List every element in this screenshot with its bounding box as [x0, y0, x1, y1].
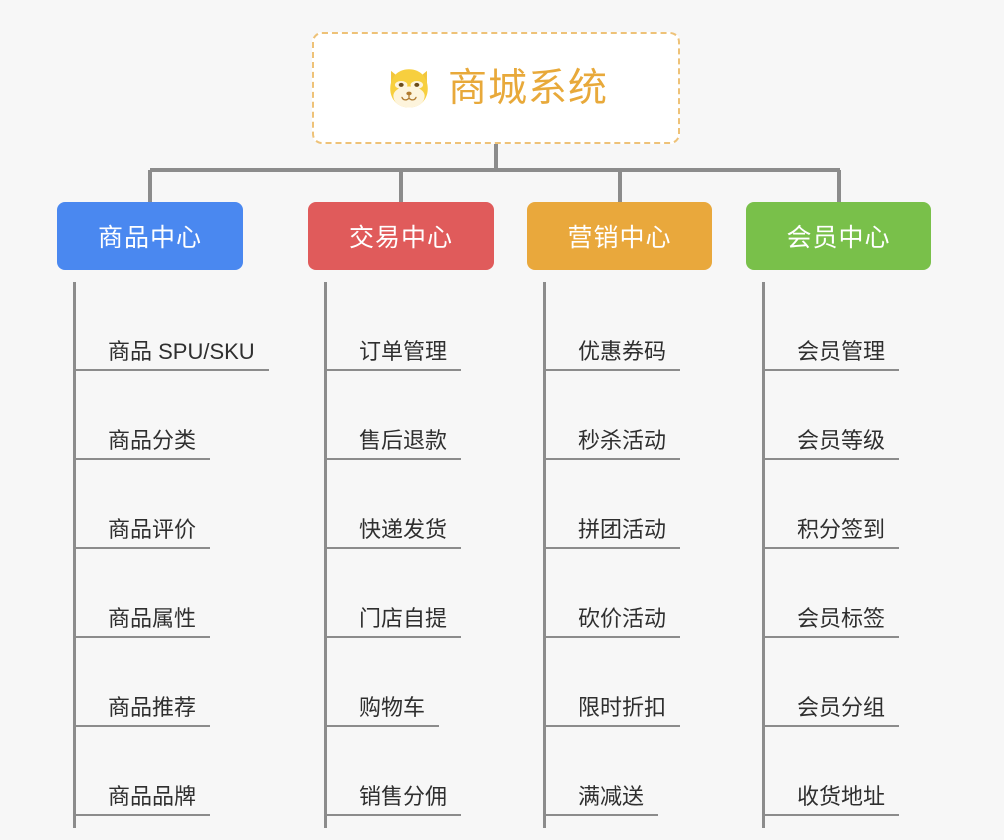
leaf-rule: [327, 547, 461, 549]
leaf-item[interactable]: 会员管理: [765, 282, 966, 371]
category-column-3: 会员中心 会员管理 会员等级 积分签到 会员标签: [746, 202, 966, 828]
leaf-label: 商品分类: [108, 427, 197, 453]
leaf-rule: [546, 547, 680, 549]
leaf-item[interactable]: 商品评价: [76, 460, 277, 549]
leaf-rule: [327, 636, 461, 638]
leaf-label: 快递发货: [359, 516, 448, 542]
leaf-item[interactable]: 优惠券码: [546, 282, 747, 371]
leaf-rule: [765, 725, 899, 727]
leaf-label: 商品属性: [108, 605, 197, 631]
leaf-item[interactable]: 拼团活动: [546, 460, 747, 549]
leaf-item[interactable]: 门店自提: [327, 549, 528, 638]
leaf-rule: [76, 636, 210, 638]
leaf-rule: [546, 369, 680, 371]
leaf-rule: [76, 458, 210, 460]
leaf-rule: [765, 369, 899, 371]
leaf-item[interactable]: 销售分佣: [327, 727, 528, 816]
leaf-item[interactable]: 会员分组: [765, 638, 966, 727]
leaf-rule: [327, 458, 461, 460]
leaf-label: 销售分佣: [359, 783, 448, 809]
leaf-item[interactable]: 商品 SPU/SKU: [76, 282, 277, 371]
leaf-label: 购物车: [359, 694, 426, 720]
leaf-rule: [546, 458, 680, 460]
leaf-rule: [546, 725, 680, 727]
leaf-item[interactable]: 秒杀活动: [546, 371, 747, 460]
leaf-list-0: 商品 SPU/SKU 商品分类 商品评价 商品属性 商品推荐: [73, 282, 277, 828]
category-box-3[interactable]: 会员中心: [746, 202, 931, 270]
leaf-label: 砍价活动: [578, 605, 667, 631]
leaf-item[interactable]: 商品推荐: [76, 638, 277, 727]
leaf-item[interactable]: 购物车: [327, 638, 528, 727]
leaf-label: 拼团活动: [578, 516, 667, 542]
category-column-0: 商品中心 商品 SPU/SKU 商品分类 商品评价 商品属性: [57, 202, 277, 828]
leaf-rule: [76, 547, 210, 549]
leaf-item[interactable]: 售后退款: [327, 371, 528, 460]
leaf-list-1: 订单管理 售后退款 快递发货 门店自提 购物车: [324, 282, 528, 828]
leaf-item[interactable]: 商品属性: [76, 549, 277, 638]
leaf-item[interactable]: 限时折扣: [546, 638, 747, 727]
leaf-rule: [327, 369, 461, 371]
leaf-rule: [76, 369, 269, 371]
leaf-label: 订单管理: [359, 338, 448, 364]
leaf-item[interactable]: 商品分类: [76, 371, 277, 460]
leaf-label: 门店自提: [359, 605, 448, 631]
leaf-item[interactable]: 收货地址: [765, 727, 966, 816]
leaf-rule: [765, 458, 899, 460]
category-label-3: 会员中心: [786, 224, 891, 252]
leaf-label: 限时折扣: [578, 694, 667, 720]
leaf-label: 商品推荐: [108, 694, 197, 720]
leaf-rule: [76, 725, 210, 727]
leaf-label: 积分签到: [797, 516, 886, 542]
leaf-label: 满减送: [578, 783, 645, 809]
leaf-label: 商品评价: [108, 516, 197, 542]
leaf-label: 秒杀活动: [578, 427, 667, 453]
leaf-rule: [327, 814, 461, 816]
leaf-label: 会员分组: [797, 694, 886, 720]
category-box-2[interactable]: 营销中心: [527, 202, 712, 270]
leaf-list-3: 会员管理 会员等级 积分签到 会员标签 会员分组: [762, 282, 966, 828]
leaf-rule: [546, 814, 658, 816]
leaf-label: 售后退款: [359, 427, 448, 453]
leaf-rule: [546, 636, 680, 638]
category-column-2: 营销中心 优惠券码 秒杀活动 拼团活动 砍价活动: [527, 202, 747, 828]
leaf-rule: [76, 814, 210, 816]
leaf-item[interactable]: 会员标签: [765, 549, 966, 638]
leaf-label: 会员管理: [797, 338, 886, 364]
leaf-label: 商品 SPU/SKU: [108, 338, 255, 364]
root-node[interactable]: 商城系统: [312, 32, 680, 144]
leaf-label: 优惠券码: [578, 338, 667, 364]
category-label-2: 营销中心: [567, 224, 672, 252]
shiba-dog-icon: [390, 69, 428, 108]
leaf-list-2: 优惠券码 秒杀活动 拼团活动 砍价活动 限时折扣: [543, 282, 747, 828]
leaf-item[interactable]: 满减送: [546, 727, 747, 816]
leaf-item[interactable]: 订单管理: [327, 282, 528, 371]
leaf-rule: [765, 636, 899, 638]
leaf-item[interactable]: 商品品牌: [76, 727, 277, 816]
category-columns: 商品中心 商品 SPU/SKU 商品分类 商品评价 商品属性: [0, 202, 1004, 840]
category-label-0: 商品中心: [97, 224, 202, 252]
category-box-1[interactable]: 交易中心: [308, 202, 494, 270]
leaf-item[interactable]: 砍价活动: [546, 549, 747, 638]
leaf-item[interactable]: 积分签到: [765, 460, 966, 549]
leaf-label: 会员标签: [797, 605, 886, 631]
leaf-rule: [327, 725, 439, 727]
leaf-rule: [765, 814, 899, 816]
leaf-rule: [765, 547, 899, 549]
root-title: 商城系统: [447, 66, 608, 110]
leaf-label: 收货地址: [797, 783, 886, 809]
leaf-item[interactable]: 会员等级: [765, 371, 966, 460]
category-column-1: 交易中心 订单管理 售后退款 快递发货 门店自提: [308, 202, 528, 828]
category-label-1: 交易中心: [348, 224, 453, 252]
leaf-label: 商品品牌: [108, 783, 197, 809]
leaf-item[interactable]: 快递发货: [327, 460, 528, 549]
category-box-0[interactable]: 商品中心: [57, 202, 243, 270]
leaf-label: 会员等级: [797, 427, 886, 453]
